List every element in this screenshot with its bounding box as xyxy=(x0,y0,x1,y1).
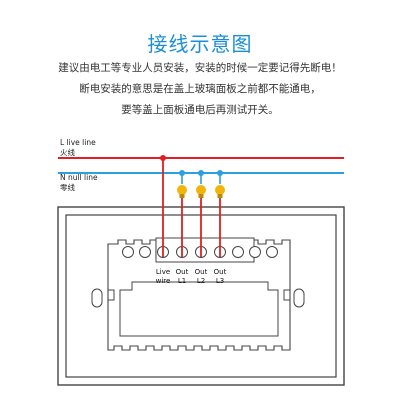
terminal-out3-sublabel: L3 xyxy=(216,277,224,285)
light-bulb-icon xyxy=(196,185,206,198)
terminal-screw-icon xyxy=(266,246,278,258)
live-line-label-cn: 火线 xyxy=(60,147,75,157)
terminal-screw-icon xyxy=(249,246,261,258)
terminal-out1-sublabel: L1 xyxy=(178,277,186,285)
light-bulb-icon xyxy=(215,185,225,198)
switch-module-window xyxy=(119,281,279,337)
mounting-slot-right xyxy=(293,288,305,308)
terminal-out2-sublabel: L2 xyxy=(197,277,205,285)
module-notch-right xyxy=(283,289,290,301)
terminal-live-label: Live xyxy=(156,268,170,276)
module-notch-left xyxy=(108,289,115,301)
description-line-2: 断电安装的意思是在盖上玻璃面板之前都不能通电， xyxy=(79,83,321,95)
diagram-title: 接线示意图 xyxy=(147,32,253,56)
null-line-label-cn: 零线 xyxy=(60,182,75,192)
description-line-3: 要等盖上面板通电后再测试开关。 xyxy=(121,104,279,116)
terminal-out1-label: Out xyxy=(176,268,189,276)
description-line-1: 建议由电工等专业人员安装，安装的时候一定要记得先断电！ xyxy=(58,62,342,74)
terminal-out2-label: Out xyxy=(195,268,208,276)
terminal-screw-icon xyxy=(139,246,151,258)
light-bulb-icon xyxy=(177,185,187,198)
terminal-out3-label: Out xyxy=(214,268,227,276)
terminal-screw-icon xyxy=(232,246,244,258)
terminal-screw-icon xyxy=(122,246,134,258)
live-line-label-en: L live line xyxy=(60,138,96,147)
mounting-slot-left xyxy=(91,288,103,308)
null-line-label-en: N null line xyxy=(60,173,98,182)
terminal-live-sublabel: wire xyxy=(156,277,171,285)
